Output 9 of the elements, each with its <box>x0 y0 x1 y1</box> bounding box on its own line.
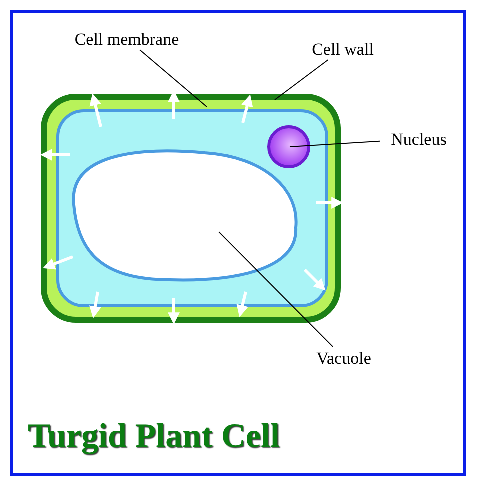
part-label: Cell membrane <box>74 30 180 48</box>
leader-line <box>218 232 334 348</box>
diagram-title: Turgid Plant Cell <box>28 420 280 454</box>
part-label: Cell wall <box>312 40 374 58</box>
vacuole <box>72 150 298 282</box>
leader-line <box>290 140 380 148</box>
part-label: Nucleus <box>391 130 447 148</box>
leader-line <box>274 60 329 100</box>
part-label: Vacuole <box>316 350 372 366</box>
